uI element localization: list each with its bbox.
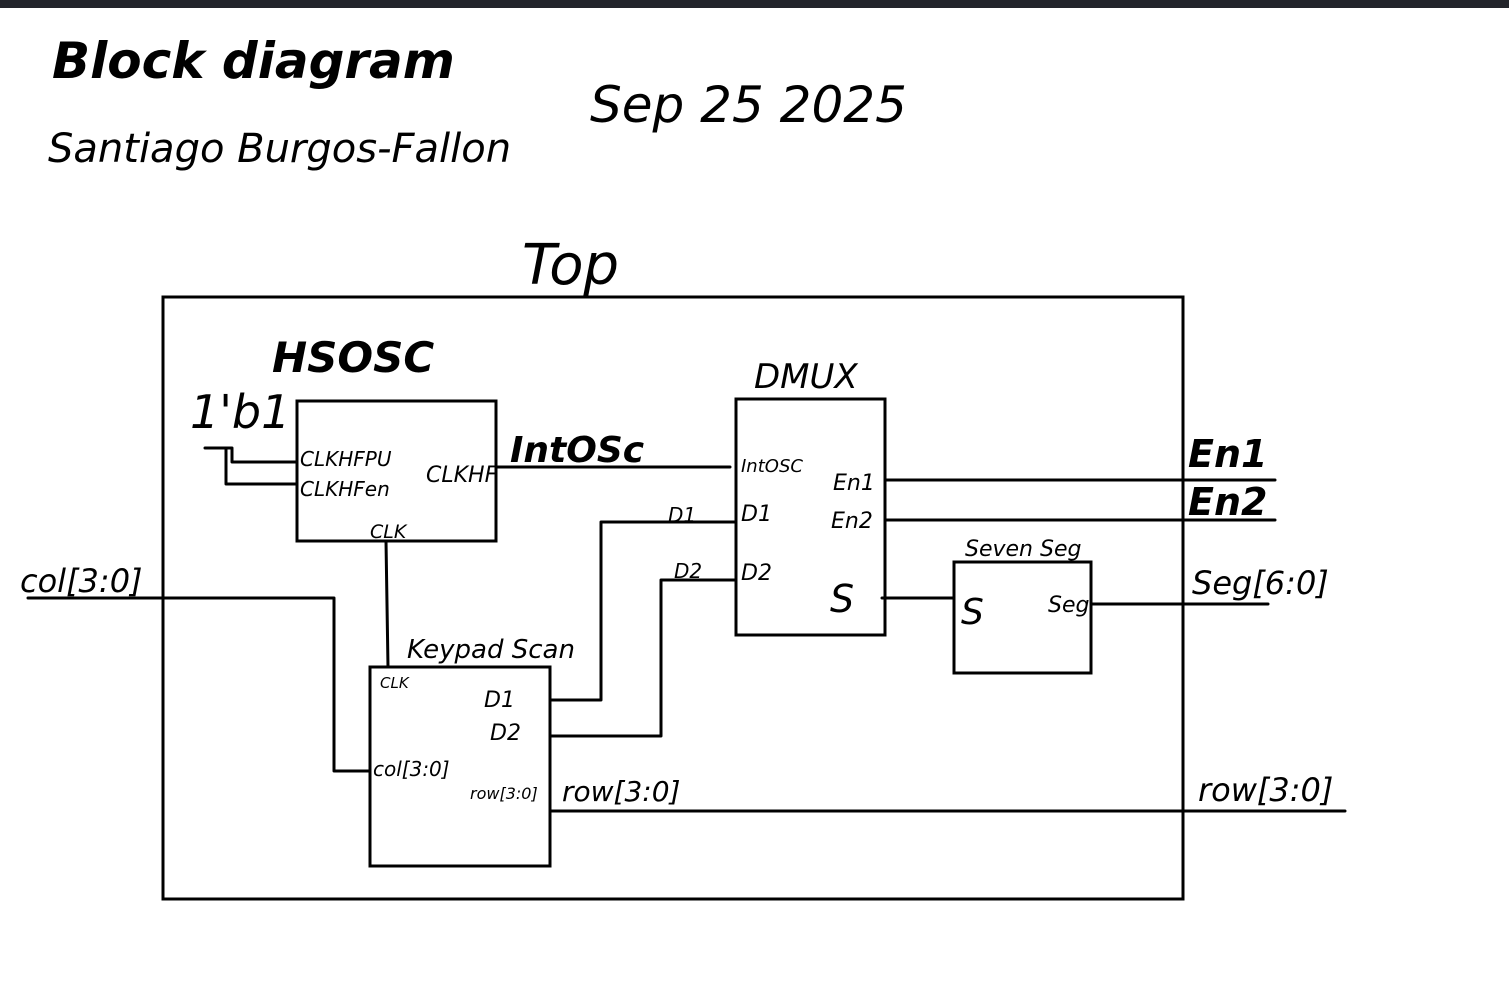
dmux-label: DMUX	[754, 357, 858, 397]
hsosc-port-clkhfen: CLKHFen	[300, 477, 390, 501]
diagram-title: Block diagram	[52, 32, 455, 90]
hsosc-port-clk: CLK	[370, 521, 408, 543]
diagram-date: Sep 25 2025	[590, 76, 907, 134]
keypad-port-row: row[3:0]	[470, 784, 538, 803]
col-input-wire	[26, 596, 372, 773]
seven-seg-port-seg: Seg	[1048, 593, 1090, 618]
dmux-port-s: S	[830, 577, 854, 621]
dmux-port-intosc: IntOSC	[741, 456, 803, 477]
dmux-port-d2: D2	[741, 561, 772, 586]
col-input-label: col[3:0]	[20, 562, 143, 600]
seven-seg-label: Seven Seg	[965, 537, 1081, 562]
row-output-label: row[3:0]	[1198, 771, 1333, 809]
hsosc-label: HSOSC	[272, 333, 434, 382]
clk-wire	[384, 539, 390, 669]
dmux-port-en1: En1	[833, 471, 875, 496]
top-module-label: Top	[522, 233, 619, 298]
seg-output-label: Seg[6:0]	[1192, 564, 1329, 602]
dmux-block	[734, 397, 887, 637]
author-name: Santiago Burgos-Fallon	[48, 126, 511, 172]
d1-wire	[548, 520, 738, 702]
keypad-scan-block	[368, 665, 552, 868]
seven-seg-block	[952, 560, 1093, 675]
dmux-port-d1: D1	[741, 502, 772, 527]
keypad-port-d1: D1	[484, 688, 515, 713]
en1-output-label: En1	[1188, 432, 1267, 476]
keypad-scan-label: Keypad Scan	[407, 635, 575, 665]
keypad-port-clk: CLK	[380, 674, 410, 692]
seven-seg-port-s: S	[961, 592, 984, 633]
row-wire-label: row[3:0]	[562, 775, 680, 808]
en2-output-label: En2	[1188, 480, 1267, 524]
constant-1b1-wires	[203, 446, 299, 486]
hsosc-port-clkhfpu: CLKHFPU	[300, 447, 392, 471]
window-top-bar	[0, 0, 1509, 8]
dmux-port-en2: En2	[831, 509, 873, 534]
constant-1b1-label: 1'b1	[190, 385, 290, 439]
keypad-port-col: col[3:0]	[373, 757, 450, 781]
keypad-port-d2: D2	[490, 721, 521, 746]
d2-wire	[548, 578, 738, 738]
intosc-wire-label: IntOSc	[510, 430, 644, 471]
hsosc-block	[295, 399, 498, 543]
hsosc-port-clkhf: CLKHF	[426, 463, 498, 488]
